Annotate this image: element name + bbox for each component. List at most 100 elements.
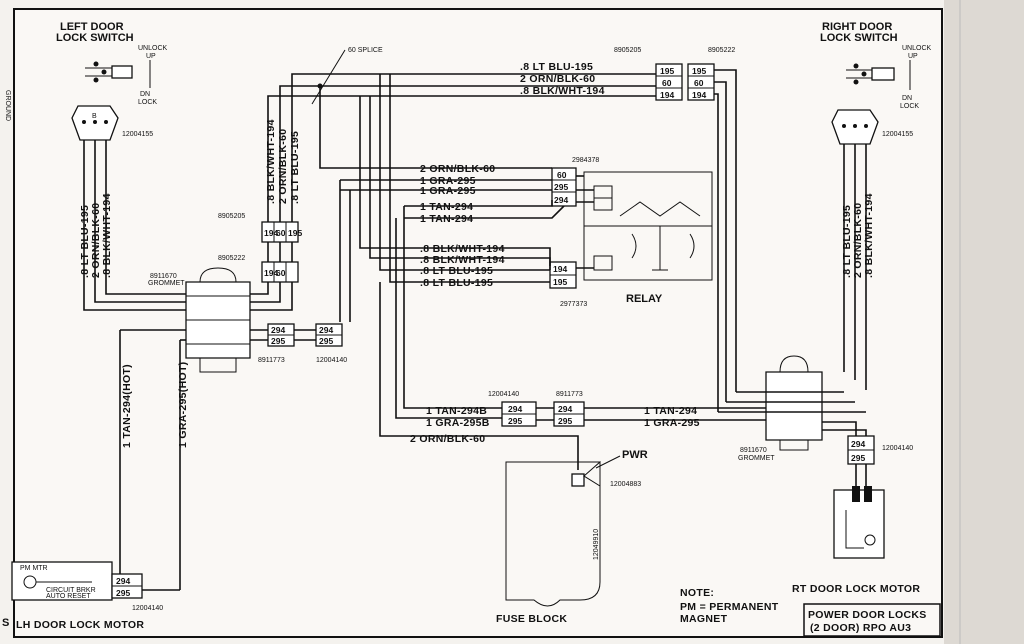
relay-top-part: 2984378 <box>572 157 599 164</box>
svg-text:194: 194 <box>553 264 567 274</box>
svg-text:195: 195 <box>692 66 706 76</box>
pwr-conn-part: 12004883 <box>610 481 641 488</box>
lower-left-connector-b: 294 295 <box>315 323 343 347</box>
lh-motor-text-1: PM MTR <box>20 565 48 572</box>
top-left-conn-part: 8905205 <box>614 47 641 54</box>
right-wire-blkwht: .8 BLK/WHT-194 <box>863 193 875 278</box>
left-up-text: UP <box>146 53 156 60</box>
svg-text:295: 295 <box>558 416 572 426</box>
relay-wire-2: 1 GRA-295 <box>420 175 476 187</box>
rt-motor-conn-part: 12004140 <box>882 445 913 452</box>
svg-text:294: 294 <box>558 404 572 414</box>
mid-left-conn2-part: 8905222 <box>218 255 245 262</box>
relay-wire-5: 1 TAN-294 <box>420 213 473 225</box>
svg-text:60: 60 <box>662 78 672 88</box>
svg-text:195: 195 <box>553 277 567 287</box>
right-lock-text: LOCK <box>900 103 919 110</box>
right-dn-text: DN <box>902 95 912 102</box>
svg-text:195: 195 <box>288 228 302 238</box>
svg-text:294: 294 <box>554 195 568 205</box>
relay-bottom-connector: 194 195 <box>549 261 577 289</box>
svg-text:60: 60 <box>276 228 286 238</box>
left-grommet <box>185 267 251 373</box>
relay-wire-4: 1 TAN-294 <box>420 201 473 213</box>
diagram-frame <box>13 8 943 638</box>
side-label: GROUND <box>4 90 11 121</box>
right-switch-icon <box>831 63 895 145</box>
mid-left-connector: 194 60 195 <box>261 221 302 243</box>
title-block <box>803 603 941 637</box>
fuse-block-label: FUSE BLOCK <box>496 613 567 625</box>
left-top-wire-ltblu: .8 LT BLU-195 <box>289 131 301 204</box>
top-right-conn-part: 8905222 <box>708 47 735 54</box>
svg-text:294: 294 <box>271 325 285 335</box>
lh-motor-text-3: AUTO RESET <box>46 593 91 600</box>
right-wire-ornblk: 2 ORN/BLK-60 <box>852 203 864 278</box>
top-right-connector: 195 60 194 <box>687 63 715 101</box>
relay-bottom-part: 2977373 <box>560 301 587 308</box>
relay-wire-1: 2 ORN/BLK-60 <box>420 163 495 175</box>
center-wire-gra295b: 1 GRA-295B <box>426 417 490 429</box>
relay-wire-7: .8 BLK/WHT-194 <box>420 254 505 266</box>
svg-text:294: 294 <box>851 439 865 449</box>
rt-motor-title: RT DOOR LOCK MOTOR <box>792 583 920 595</box>
svg-text:295: 295 <box>319 336 333 346</box>
svg-text:295: 295 <box>508 416 522 426</box>
svg-text:295: 295 <box>116 588 130 598</box>
rt-motor-icon <box>833 486 885 559</box>
relay-wire-3: 1 GRA-295 <box>420 185 476 197</box>
mid-left-conn-part: 8905205 <box>218 213 245 220</box>
right-center-wire-tan: 1 TAN-294 <box>644 405 697 417</box>
lh-motor-text-2: CIRCUIT BRKR <box>46 587 96 594</box>
fuse-block-icon <box>505 461 601 607</box>
top-wire-ltblu: .8 LT BLU-195 <box>520 61 593 73</box>
page-letter: S <box>2 617 9 629</box>
center-wire-tan294b: 1 TAN-294B <box>426 405 487 417</box>
svg-text:295: 295 <box>271 336 285 346</box>
relay-wire-6: .8 BLK/WHT-194 <box>420 243 505 255</box>
right-grommet <box>765 355 823 451</box>
left-wire-ltblu: .8 LT BLU-195 <box>79 205 91 278</box>
left-switch-icon: B <box>71 61 133 141</box>
top-wire-blkwht: .8 BLK/WHT-194 <box>520 85 605 97</box>
left-switch-part: 12004155 <box>122 131 153 138</box>
left-top-wire-blkwht: .8 BLK/WHT-194 <box>265 119 277 204</box>
right-unlock-text: UNLOCK <box>902 45 932 52</box>
right-switch-title-1: RIGHT DOOR <box>822 21 892 33</box>
right-switch-part: 12004155 <box>882 131 913 138</box>
svg-text:194: 194 <box>264 268 278 278</box>
svg-text:60: 60 <box>694 78 704 88</box>
page-margin <box>944 0 1024 644</box>
left-dn-text: DN <box>140 91 150 98</box>
svg-text:295: 295 <box>554 182 568 192</box>
right-center-wire-gra: 1 GRA-295 <box>644 417 700 429</box>
left-lock-text: LOCK <box>138 99 157 106</box>
lower-left-connector-a: 294 295 <box>267 323 295 347</box>
center-conn-a-part: 12004140 <box>488 391 519 398</box>
lh-motor-conn-part: 12004140 <box>132 605 163 612</box>
svg-text:B: B <box>92 113 97 120</box>
center-connector-a: 294 295 <box>501 401 537 427</box>
left-top-wire-ornblk: 2 ORN/BLK-60 <box>277 129 289 204</box>
svg-text:294: 294 <box>116 576 130 586</box>
relay-title: RELAY <box>626 293 663 305</box>
title-block-line-2: (2 DOOR) RPO AU3 <box>810 622 911 634</box>
splice-label: 60 SPLICE <box>348 47 383 54</box>
lower-left-conn-a-part: 8911773 <box>258 357 285 364</box>
center-connector-b: 294 295 <box>553 401 585 427</box>
svg-text:195: 195 <box>660 66 674 76</box>
pwr-label: PWR <box>622 449 648 461</box>
note-3: MAGNET <box>680 613 728 625</box>
relay-wire-9: .8 LT BLU-195 <box>420 277 493 289</box>
right-wire-ltblu: .8 LT BLU-195 <box>841 205 853 278</box>
svg-text:194: 194 <box>692 90 706 100</box>
right-up-text: UP <box>908 53 918 60</box>
svg-text:194: 194 <box>264 228 278 238</box>
hot-wire-gra: 1 GRA-295(HOT) <box>177 362 189 448</box>
lh-motor-title: LH DOOR LOCK MOTOR <box>16 619 144 631</box>
grommet-right-part: 8911670 <box>740 447 767 454</box>
top-wire-ornblk: 2 ORN/BLK-60 <box>520 73 595 85</box>
lh-motor-icon <box>11 561 113 601</box>
left-wire-blkwht: .8 BLK/WHT-194 <box>101 193 113 278</box>
mid-left-connector-2: 194 60 <box>261 261 299 283</box>
